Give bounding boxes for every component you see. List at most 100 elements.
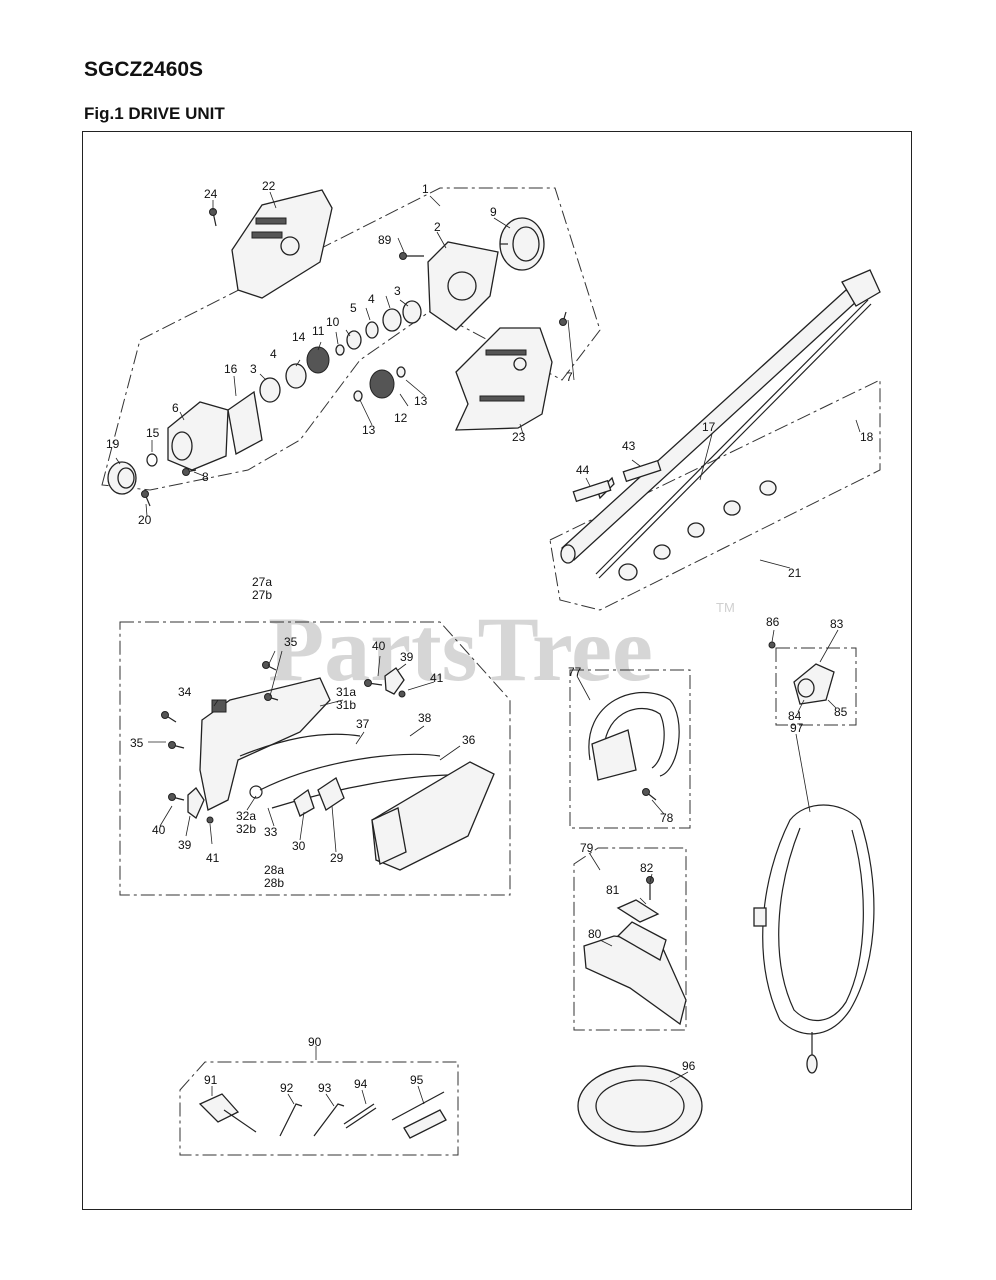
callout-label: 3 <box>250 362 257 376</box>
callout-label: 77 <box>568 665 582 679</box>
callout-label: 4 <box>270 347 277 361</box>
callout-label: 9 <box>490 205 497 219</box>
callout-label: 27b <box>252 588 272 602</box>
diagram-frame <box>82 131 912 1210</box>
callout-label: 7 <box>566 370 573 384</box>
callout-label: 96 <box>682 1059 696 1073</box>
pipe-end-part <box>841 269 881 307</box>
callout-label: 20 <box>138 513 152 527</box>
callout-label: 30 <box>292 839 306 853</box>
callout-label: 28a <box>264 863 284 877</box>
callout-label: 23 <box>512 430 526 444</box>
screwdriver-part <box>391 1091 445 1121</box>
callout-label: 12 <box>394 411 408 425</box>
callout-label: 38 <box>418 711 432 725</box>
callout-label: 89 <box>378 233 392 247</box>
callout-label: 28b <box>264 876 284 890</box>
hex-key-small-part <box>279 1103 303 1137</box>
callout-label: 44 <box>576 463 590 477</box>
callout-label: 35 <box>130 736 144 750</box>
callout-label: 36 <box>462 733 476 747</box>
engine-cover-part <box>454 327 553 431</box>
tool-kit-outline <box>179 1061 459 1156</box>
watermark-text: PartsTree <box>268 598 653 700</box>
callout-label: 13 <box>362 423 376 437</box>
clamp-group-outline <box>775 647 857 726</box>
drive-shaft-part <box>595 299 869 575</box>
callout-label: 85 <box>834 705 848 719</box>
callout-label: 3 <box>394 284 401 298</box>
callout-label: 14 <box>292 330 306 344</box>
callout-label: 81 <box>606 883 620 897</box>
shaft-group-outline <box>549 379 881 611</box>
callout-label: 95 <box>410 1073 424 1087</box>
callout-label: 33 <box>264 825 278 839</box>
pinion-gear-part <box>306 346 330 374</box>
callout-label: 91 <box>204 1073 218 1087</box>
callout-label: 16 <box>224 362 238 376</box>
figure-title: Fig.1 DRIVE UNIT <box>84 104 225 123</box>
callout-label: 31b <box>336 698 356 712</box>
gasket-part <box>227 390 263 455</box>
plug-wrench-part <box>198 1093 240 1123</box>
callout-label: 90 <box>308 1035 322 1049</box>
callout-label: 5 <box>350 301 357 315</box>
callout-label: 15 <box>146 426 160 440</box>
callout-label: 84 <box>788 709 802 723</box>
callout-label: 21 <box>788 566 802 580</box>
callout-label: 19 <box>106 437 120 451</box>
callout-label: 27a <box>252 575 272 589</box>
guard-bracket-part <box>616 899 660 923</box>
callout-labels: 1 2 3 3 4 4 5 6 7 8 9 10 11 12 13 13 14 … <box>106 179 874 1095</box>
callout-label: 4 <box>368 292 375 306</box>
callout-label: 79 <box>580 841 594 855</box>
guard-part <box>583 935 687 1026</box>
callout-label: 37 <box>356 717 370 731</box>
callout-label: 43 <box>622 439 636 453</box>
callout-label: 40 <box>152 823 166 837</box>
callout-label: 86 <box>766 615 780 629</box>
callout-label: 17 <box>702 420 716 434</box>
callout-label: 92 <box>280 1081 294 1095</box>
callout-label: 31a <box>336 685 356 699</box>
callout-label: 6 <box>172 401 179 415</box>
trigger-part <box>317 777 345 811</box>
callout-label: 8 <box>202 470 209 484</box>
throttle-group-outline <box>119 621 511 896</box>
leader-lines <box>115 191 861 1107</box>
watermark-trademark: TM <box>716 600 735 615</box>
callout-label: 80 <box>588 927 602 941</box>
callout-label: 39 <box>178 838 192 852</box>
bevel-gear-part <box>369 369 395 399</box>
callout-label: 10 <box>326 315 340 329</box>
callout-label: 93 <box>318 1081 332 1095</box>
callout-label: 22 <box>262 179 276 193</box>
callout-label: 18 <box>860 430 874 444</box>
callout-label: 82 <box>640 861 654 875</box>
callout-label: 1 <box>422 182 429 196</box>
callout-label: 83 <box>830 617 844 631</box>
callout-label: 39 <box>400 650 414 664</box>
label-44-part <box>572 479 612 503</box>
callout-label: 35 <box>284 635 298 649</box>
callout-label: 41 <box>206 851 220 865</box>
loop-handle-outline <box>569 669 691 829</box>
hex-key-large-part <box>313 1103 345 1137</box>
loop-handle-part <box>588 691 680 777</box>
callout-label: 13 <box>414 394 428 408</box>
callout-label: 34 <box>178 685 192 699</box>
callout-label: 11 <box>312 324 325 338</box>
callout-label: 32b <box>236 822 256 836</box>
callout-label: 94 <box>354 1077 368 1091</box>
callout-label: 32a <box>236 809 256 823</box>
callout-label: 41 <box>430 671 444 685</box>
model-number: SGCZ2460S <box>84 58 204 81</box>
callout-label: 40 <box>372 639 386 653</box>
label-43-part <box>622 459 662 483</box>
callout-label: 78 <box>660 811 674 825</box>
callout-label: 24 <box>204 187 218 201</box>
callout-label: 29 <box>330 851 344 865</box>
wrench-part <box>343 1103 375 1125</box>
guard-group-outline <box>573 847 687 1031</box>
